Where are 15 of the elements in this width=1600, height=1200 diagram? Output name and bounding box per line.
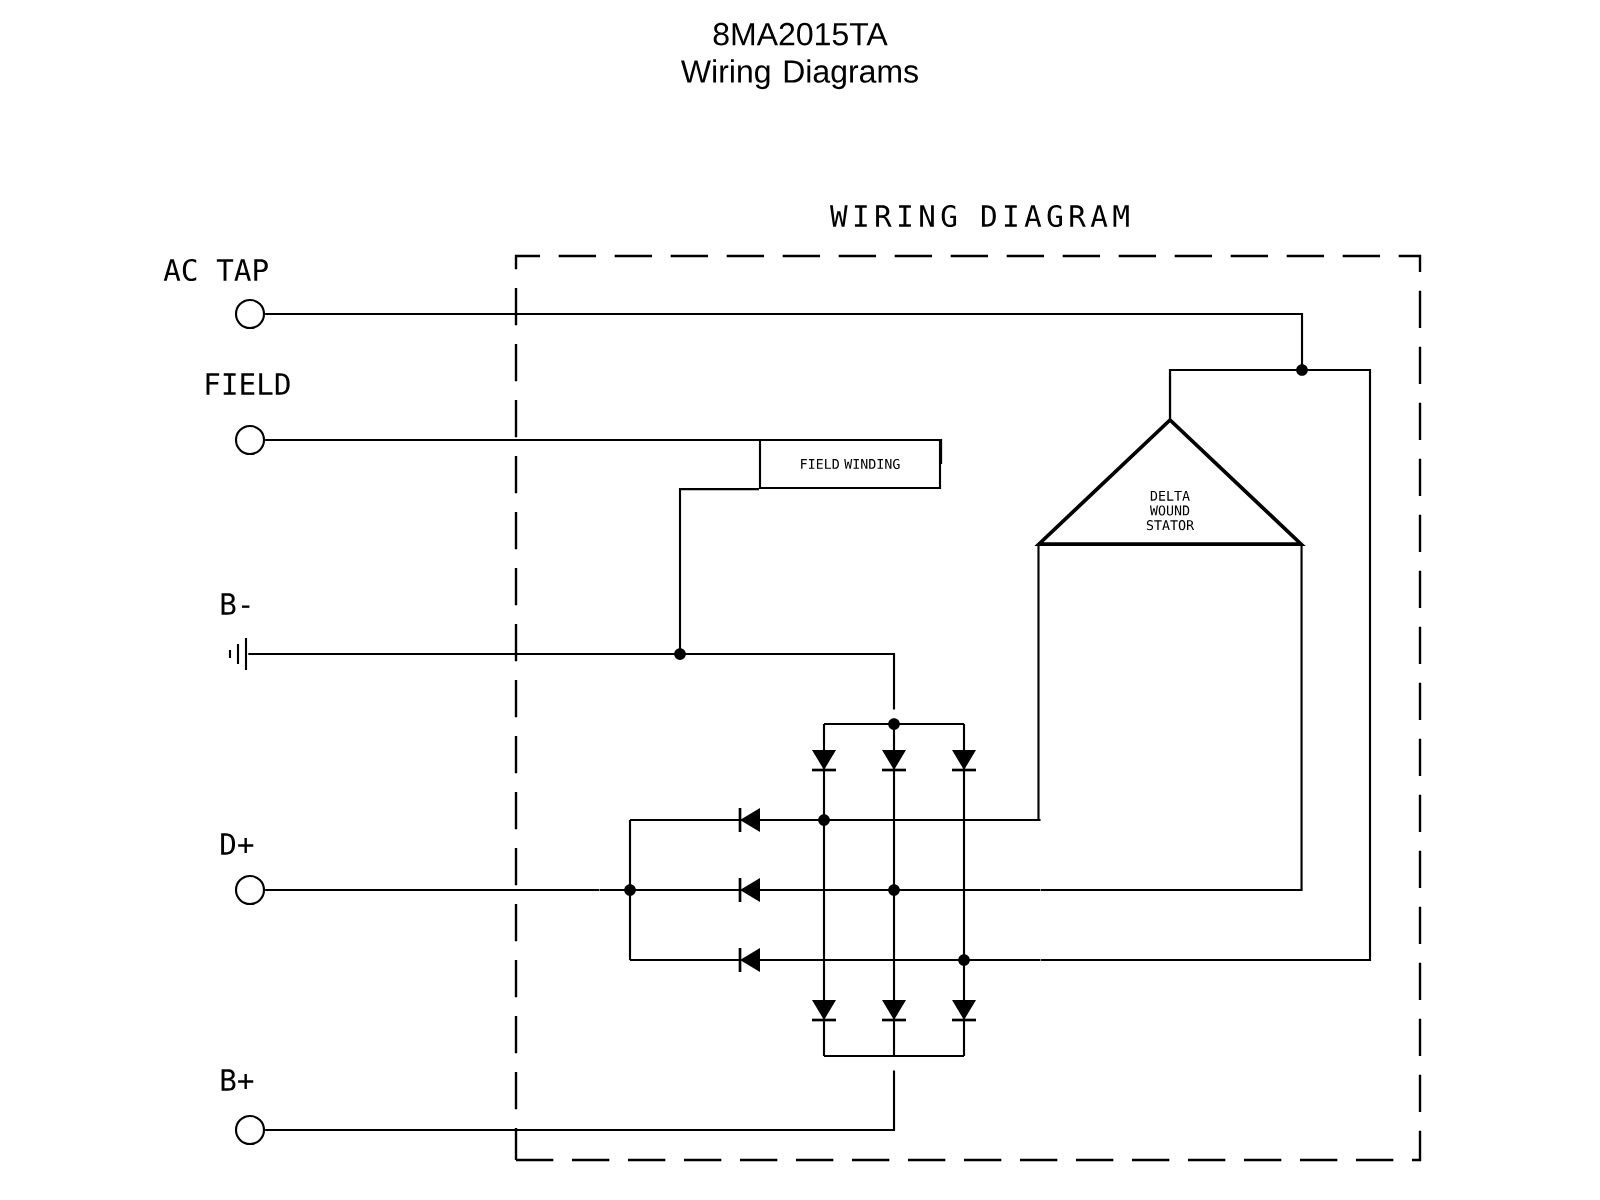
wire <box>248 652 896 710</box>
diode-bridge-drawing <box>598 718 1042 1058</box>
wire <box>265 1070 896 1132</box>
wire <box>1037 544 1041 822</box>
terminal-label: B+ <box>221 1069 254 1091</box>
terminal-label: D+ <box>221 833 254 855</box>
wire <box>265 438 943 464</box>
terminal-label: B- <box>221 593 250 615</box>
wire <box>265 888 600 892</box>
terminal-label: FIELD <box>206 373 290 395</box>
terminal-label: AC TAP <box>163 258 268 282</box>
title: 8MA2015TA Wiring Diagrams <box>681 22 918 90</box>
frame-heading: WIRING DIAGRAM <box>830 204 1129 228</box>
wire <box>1040 368 1372 962</box>
wire <box>1040 544 1303 892</box>
